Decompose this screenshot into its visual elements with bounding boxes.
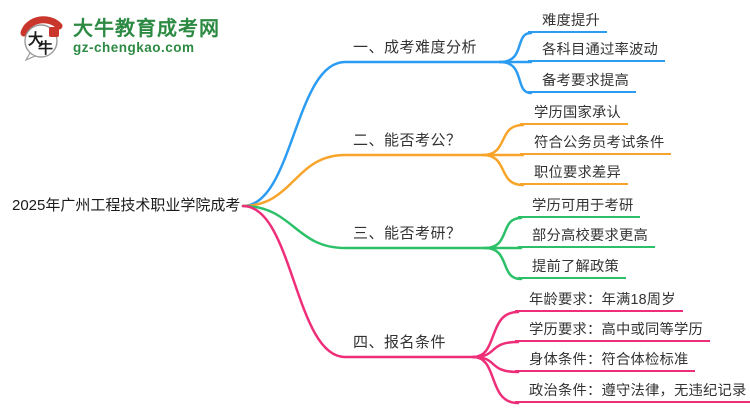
leaf-node: 提前了解政策 xyxy=(518,257,626,279)
branch-label: 四、报名条件 xyxy=(353,334,447,351)
central-topic: 2025年广州工程技术职业学院成考 xyxy=(12,197,241,214)
leaf-node: 年龄要求：年满18周岁 xyxy=(515,290,683,312)
leaf-curve xyxy=(498,31,533,64)
daniu-bull-logo-icon: 大 牛 xyxy=(18,14,66,62)
svg-text:牛: 牛 xyxy=(38,39,53,57)
branch-label: 三、能否考研？ xyxy=(353,225,462,242)
leaf-node: 学历要求：高中或同等学历 xyxy=(515,320,710,342)
leaf-curve xyxy=(483,246,523,281)
site-logo: 大 牛 大牛教育成考网 gz-chengkao.com xyxy=(18,14,220,62)
leaf-node: 备考要求提高 xyxy=(528,71,636,93)
leaf-node: 难度提升 xyxy=(528,11,607,33)
branch-curve xyxy=(241,153,485,208)
branch-curve xyxy=(241,204,487,250)
site-name: 大牛教育成考网 xyxy=(73,18,220,40)
leaf-node: 身体条件：符合体检标准 xyxy=(515,350,696,372)
leaf-curve xyxy=(471,355,520,405)
leaf-curve xyxy=(483,216,523,250)
leaf-node: 政治条件：遵守法律，无违纪记录 xyxy=(515,381,750,403)
branch-label: 一、成考难度分析 xyxy=(353,39,478,56)
leaf-curve xyxy=(481,123,525,157)
branch-label: 二、能否考公？ xyxy=(353,132,462,149)
leaf-curve xyxy=(498,60,533,95)
site-domain: gz-chengkao.com xyxy=(73,40,195,55)
svg-text:大: 大 xyxy=(28,30,43,48)
leaf-curve xyxy=(471,310,520,359)
leaf-node: 符合公务员考试条件 xyxy=(520,133,672,155)
branch-curve xyxy=(241,204,475,359)
leaf-node: 学历国家承认 xyxy=(520,103,628,125)
leaf-node: 各科目通过率波动 xyxy=(528,40,665,62)
leaf-node: 学历可用于考研 xyxy=(518,196,641,218)
leaf-node: 职位要求差异 xyxy=(520,163,628,185)
leaf-curve xyxy=(481,153,525,187)
branch-curve xyxy=(241,60,502,208)
leaf-node: 部分高校要求更高 xyxy=(518,226,655,248)
